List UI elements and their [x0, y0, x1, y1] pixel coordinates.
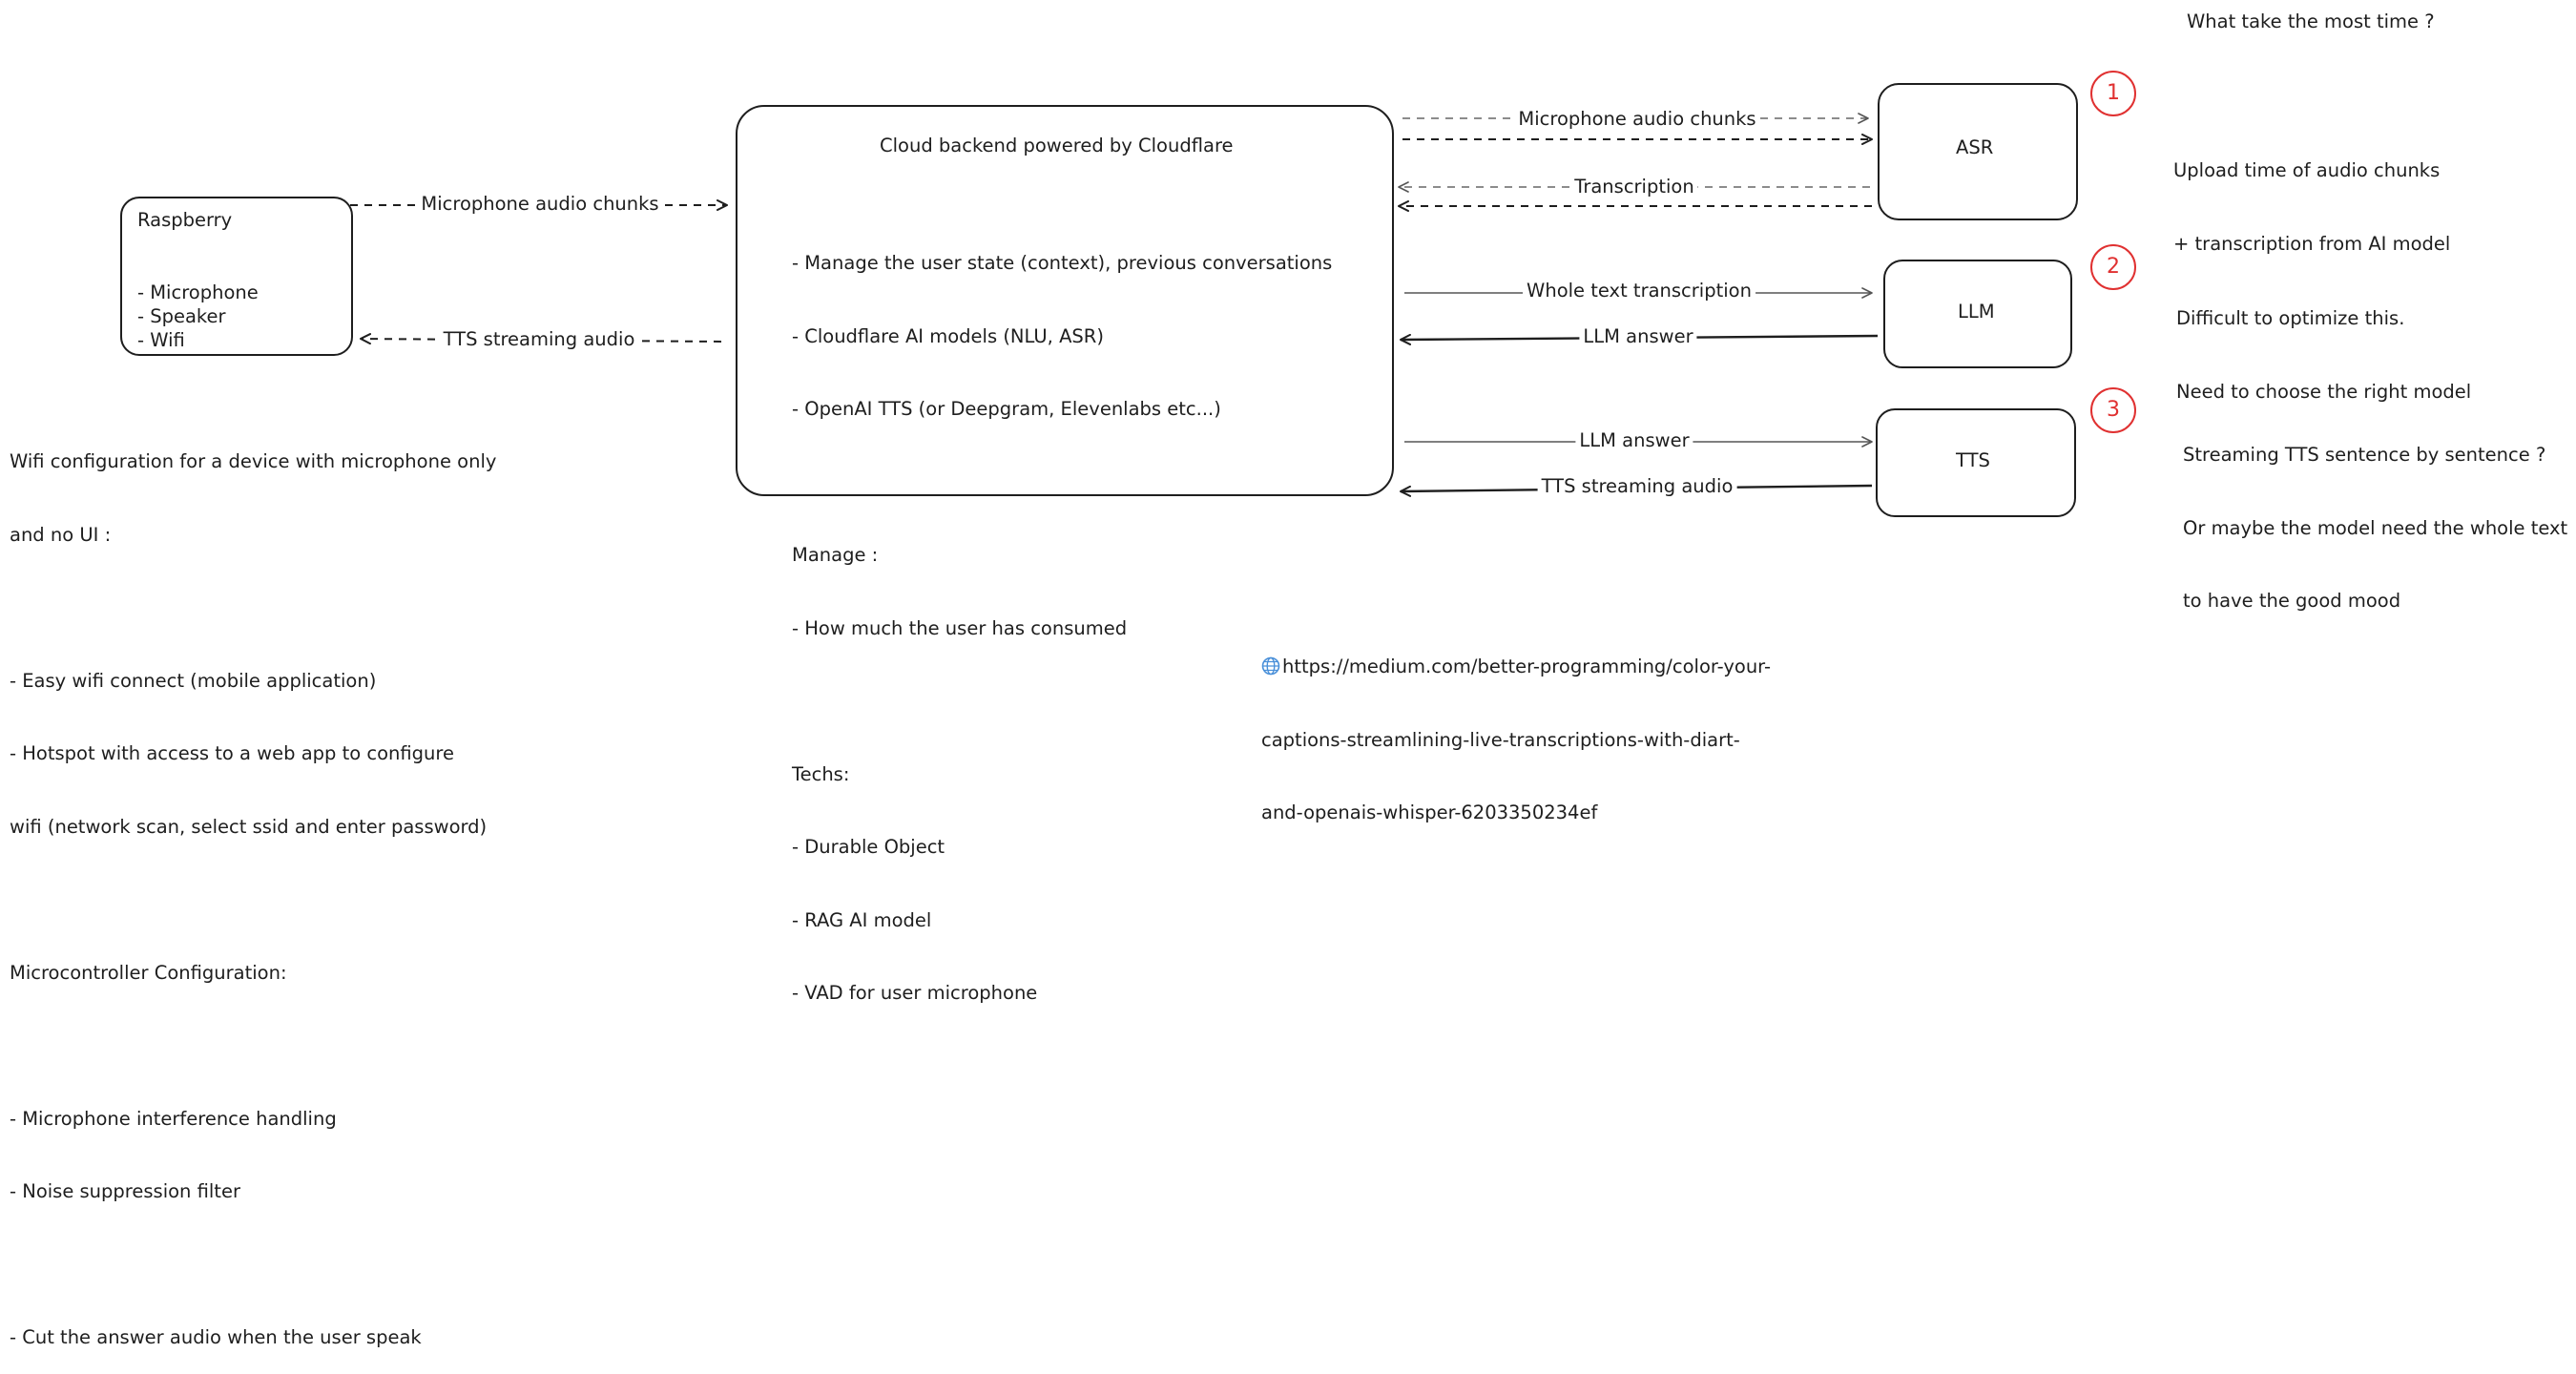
- arrow-label-tts-to-cloud: TTS streaming audio: [1537, 475, 1737, 498]
- arrow-label-llm-to-cloud: LLM answer: [1579, 325, 1697, 348]
- arrow-label-cloud-to-llm: Whole text transcription: [1523, 280, 1755, 302]
- wifi-note-line: - Cut the answer audio when the user spe…: [10, 1326, 422, 1348]
- wifi-note-line: ​: [10, 595, 496, 620]
- wifi-note-line: ​: [10, 1253, 496, 1278]
- llm-box: [1883, 260, 2072, 368]
- cloud-backend-box: [736, 105, 1394, 496]
- arrow-label-cloud-to-tts: LLM answer: [1575, 429, 1693, 452]
- cloud-line: - Manage the user state (context), previ…: [792, 252, 1333, 274]
- cloud-line: - Cloudflare AI models (NLU, ASR): [792, 324, 1104, 347]
- cloud-line: ​: [792, 470, 1332, 495]
- wifi-note-line: ​: [10, 887, 496, 912]
- cloud-line: - VAD for user microphone: [792, 982, 1038, 1004]
- llm-label: LLM: [1958, 301, 1995, 323]
- raspberry-item-microphone: - Microphone: [137, 281, 259, 303]
- question-text: What take the most time ?: [2187, 10, 2435, 32]
- wifi-note-line: wifi (network scan, select ssid and ente…: [10, 815, 488, 838]
- cloud-line: - OpenAI TTS (or Deepgram, Elevenlabs et…: [792, 398, 1221, 420]
- step-note-line: Difficult to optimize this.: [2176, 307, 2405, 329]
- cloud-title: Cloud backend powered by Cloudflare: [880, 135, 1234, 156]
- wifi-note-line: and no UI :: [10, 523, 112, 546]
- wifi-note-line: - Noise suppression filter: [10, 1180, 240, 1202]
- arrow-label-asr-to-cloud: Transcription: [1570, 176, 1698, 198]
- wifi-note-line: Microcontroller Configuration:: [10, 961, 287, 984]
- cloud-line: - RAG AI model: [792, 908, 932, 931]
- wifi-note-line: ​: [10, 1033, 496, 1058]
- step-note-line: to have the good mood: [2183, 590, 2401, 612]
- article-link[interactable]: https://medium.com/better-programming/co…: [1261, 606, 1771, 849]
- cloud-line: - Durable Object: [792, 836, 945, 858]
- link-text-line[interactable]: https://medium.com/better-programming/co…: [1282, 656, 1771, 677]
- cloud-details: - Manage the user state (context), previ…: [792, 202, 1332, 1030]
- globe-icon: [1261, 656, 1280, 676]
- raspberry-item-wifi: - Wifi: [137, 329, 185, 351]
- step-note-line: Or maybe the model need the whole text: [2183, 516, 2568, 539]
- step-1-note: Upload time of audio chunks + transcript…: [2173, 110, 2450, 281]
- cloud-line: ​: [792, 689, 1332, 714]
- raspberry-item-speaker: - Speaker: [137, 305, 226, 327]
- step-2-badge: 2: [2090, 244, 2136, 290]
- cloud-line: Manage :: [792, 544, 879, 566]
- step-1-badge: 1: [2090, 71, 2136, 116]
- arrow-label-cloud-to-rasp: TTS streaming audio: [439, 328, 639, 351]
- raspberry-title: Raspberry: [137, 209, 233, 231]
- wifi-note-line: - Microphone interference handling: [10, 1107, 337, 1130]
- step-3-badge: 3: [2090, 387, 2136, 433]
- step-3-note: Streaming TTS sentence by sentence ? Or …: [2183, 394, 2567, 637]
- step-note-line: Streaming TTS sentence by sentence ?: [2183, 444, 2546, 466]
- step-note-line: Upload time of audio chunks: [2173, 159, 2441, 181]
- step-note-line: Need to choose the right model: [2176, 380, 2472, 403]
- cloud-line: - How much the user has consumed: [792, 616, 1128, 639]
- link-line-1[interactable]: https://medium.com/better-programming/co…: [1261, 655, 1771, 679]
- step-2-note: Difficult to optimize this. Need to choo…: [2176, 258, 2471, 428]
- tts-label: TTS: [1956, 449, 1990, 471]
- asr-label: ASR: [1956, 136, 1994, 158]
- wifi-note-line: - Easy wifi connect (mobile application): [10, 669, 377, 692]
- arrow-label-rasp-to-cloud: Microphone audio chunks: [417, 193, 663, 216]
- wifi-note-line: - Hotspot with access to a web app to co…: [10, 742, 455, 764]
- link-text-line[interactable]: and-openais-whisper-6203350234ef: [1261, 802, 1598, 823]
- arrow-label-cloud-to-asr: Microphone audio chunks: [1514, 108, 1760, 131]
- arrow-cloud-to-rasp: [360, 333, 722, 345]
- wifi-note-line: Wifi configuration for a device with mic…: [10, 450, 497, 472]
- raspberry-box: [120, 197, 353, 356]
- tts-box: [1876, 408, 2076, 517]
- step-note-line: + transcription from AI model: [2173, 232, 2451, 255]
- asr-box: [1878, 83, 2078, 220]
- cloud-line: Techs:: [792, 762, 850, 785]
- wifi-config-notes: Wifi configuration for a device with mic…: [10, 401, 496, 1374]
- link-text-line[interactable]: captions-streamlining-live-transcription…: [1261, 728, 1740, 751]
